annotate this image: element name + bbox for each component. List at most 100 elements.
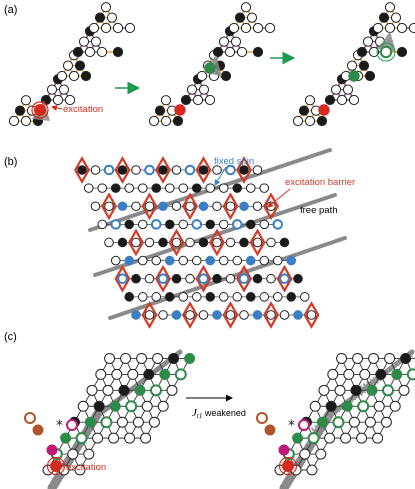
spin-node (212, 310, 222, 320)
spin-node (373, 400, 385, 412)
spin-node (236, 46, 248, 58)
spin-node (372, 22, 384, 34)
spin-node (100, 22, 112, 34)
spin-node (97, 219, 108, 230)
spin-node (240, 22, 252, 34)
spin-node (103, 164, 115, 176)
spin-node (178, 219, 189, 230)
excitation-label-c: excitation (66, 462, 106, 473)
spin-node (84, 46, 96, 58)
spin-node (191, 255, 202, 266)
spin-node (20, 115, 32, 127)
spin-node (68, 70, 80, 82)
spin-node (364, 416, 376, 428)
spin-node (154, 105, 166, 116)
spin-node (151, 255, 162, 266)
spin-node (14, 105, 26, 116)
spin-node (230, 36, 242, 47)
spin-node (327, 368, 339, 380)
spin-node (396, 46, 408, 58)
spin-node (266, 201, 276, 212)
spin-node (266, 273, 276, 284)
panel-b-lattice (73, 148, 347, 329)
spin-node (299, 292, 310, 302)
spin-node (88, 22, 100, 34)
spin-node (286, 255, 297, 266)
spin-node (375, 368, 387, 380)
fixed-spin-pointer (214, 166, 227, 186)
spin-node (391, 368, 403, 380)
excitation-barrier (262, 192, 280, 221)
spin-node (112, 22, 124, 34)
spin-node (136, 352, 148, 364)
spin-node (171, 273, 182, 284)
excitation-ring (376, 42, 396, 62)
spin-node (111, 368, 123, 380)
spin-node (178, 183, 189, 193)
spin-node (245, 219, 256, 230)
spin-node (318, 104, 330, 116)
spin-node (124, 22, 136, 34)
spin-node (384, 2, 396, 13)
spin-node (218, 292, 229, 302)
spin-node (127, 368, 139, 380)
spin-node (264, 22, 276, 34)
spin-node (196, 70, 208, 82)
spin-node (318, 384, 330, 396)
spin-node (204, 94, 216, 106)
spin-node (77, 400, 89, 412)
spin-node (8, 115, 20, 127)
spin-node (124, 183, 135, 193)
spin-node (144, 201, 155, 212)
spin-node (212, 201, 222, 212)
fixed-spin-label: fixed spin (214, 156, 254, 167)
spin-node (180, 94, 192, 106)
excitation-barrier (141, 192, 158, 221)
spin-node (66, 419, 78, 431)
spin-node (144, 310, 155, 320)
spin-node (205, 219, 216, 230)
excitation-barrier (222, 192, 239, 221)
spin-node (372, 432, 384, 444)
spin-node (92, 432, 104, 444)
excitation-barrier (195, 264, 212, 293)
spin-node (205, 292, 216, 302)
spin-node (83, 183, 94, 193)
spin-node (118, 384, 130, 396)
spin-node (143, 368, 155, 380)
spin-node (240, 2, 252, 13)
gray-hole (378, 31, 396, 52)
weakened-label: Jt1 weakened (192, 407, 246, 420)
spin-node (160, 115, 172, 127)
spin-node (225, 273, 236, 284)
spin-node (140, 432, 152, 444)
spin-node (77, 165, 87, 175)
spin-node (380, 416, 392, 428)
spin-node (168, 352, 180, 364)
spin-node (152, 352, 164, 364)
spin-node (307, 432, 320, 445)
spin-node (348, 416, 360, 428)
spin-node (304, 95, 316, 106)
spin-node (218, 36, 230, 47)
spin-node (356, 46, 368, 58)
asterisk-mark: * (56, 418, 63, 434)
spin-node (46, 444, 58, 456)
spin-node (150, 384, 162, 397)
spin-node (356, 432, 368, 444)
spin-node (212, 46, 224, 58)
spin-node (160, 95, 172, 106)
spin-node (218, 183, 229, 193)
spin-node (343, 368, 355, 380)
spin-node (252, 273, 263, 284)
spin-node (220, 70, 232, 82)
spin-node (184, 352, 196, 364)
spin-node (259, 292, 270, 302)
spin-node (336, 94, 348, 106)
spin-node (396, 22, 408, 34)
spin-node (110, 183, 121, 193)
spin-node (252, 201, 263, 212)
spin-node (334, 384, 346, 396)
excitation-barrier (208, 228, 226, 257)
